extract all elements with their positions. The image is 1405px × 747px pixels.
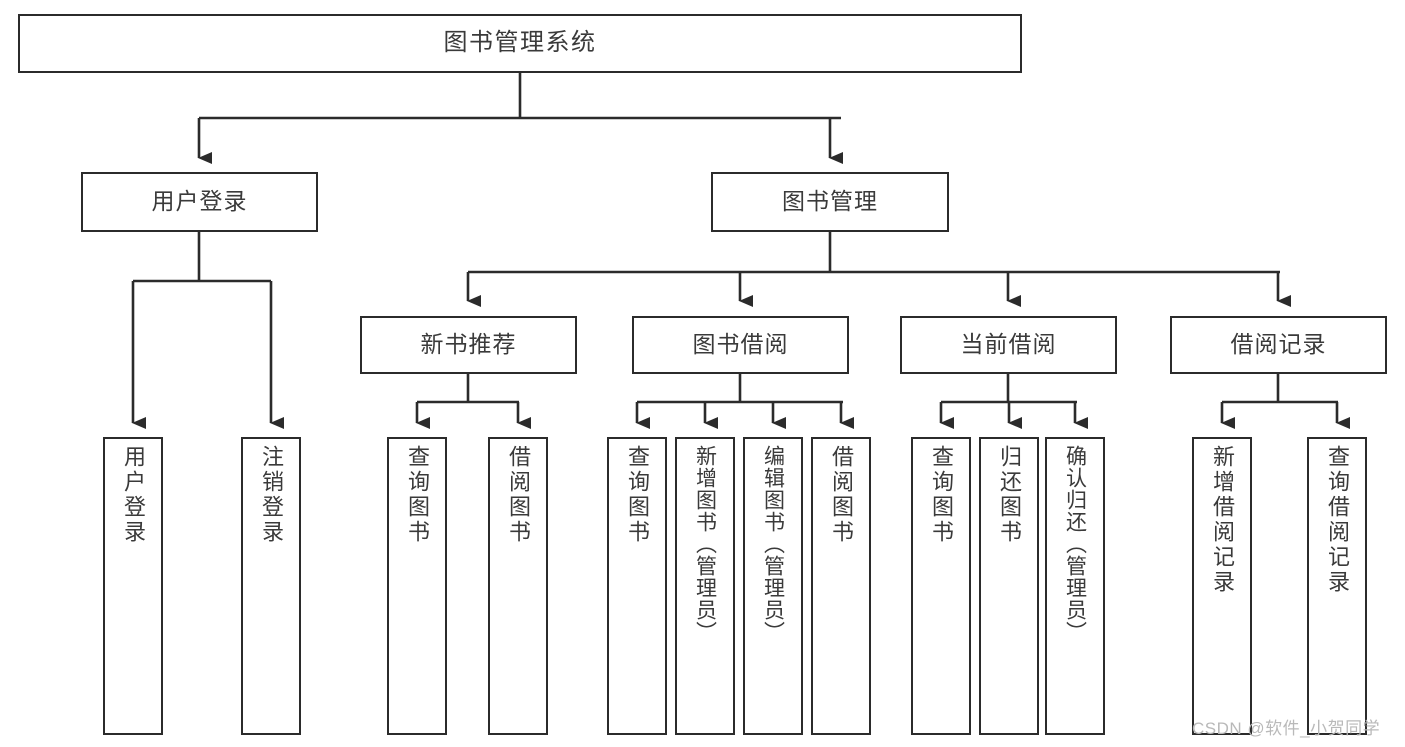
- node-label: 图书借阅: [692, 331, 789, 358]
- node-label: 查询借阅记录: [1325, 445, 1350, 595]
- node-label: 查询图书: [929, 445, 954, 545]
- node-label: 借阅记录: [1230, 331, 1327, 358]
- node-label: 新增图书（管理员）: [693, 445, 717, 643]
- node-label: 编辑图书（管理员）: [761, 445, 785, 643]
- node-label: 确认归还（管理员）: [1063, 445, 1087, 643]
- node-label: 用户登录: [121, 445, 146, 545]
- node-label: 借阅图书: [506, 445, 531, 545]
- node-book-management[interactable]: 图书管理: [711, 172, 949, 232]
- node-leaf-user-login[interactable]: 用户登录: [103, 437, 163, 735]
- node-current-borrow[interactable]: 当前借阅: [900, 316, 1117, 374]
- node-label: 新增借阅记录: [1210, 445, 1235, 595]
- node-leaf-borrow-book-recommend[interactable]: 借阅图书: [488, 437, 548, 735]
- node-leaf-borrow-book[interactable]: 借阅图书: [811, 437, 871, 735]
- node-user-login[interactable]: 用户登录: [81, 172, 318, 232]
- node-label: 查询图书: [625, 445, 650, 545]
- node-label: 当前借阅: [960, 331, 1057, 358]
- node-new-book-recommend[interactable]: 新书推荐: [360, 316, 577, 374]
- node-book-borrow[interactable]: 图书借阅: [632, 316, 849, 374]
- node-root-book-management-system[interactable]: 图书管理系统: [18, 14, 1022, 73]
- node-leaf-query-book-recommend[interactable]: 查询图书: [387, 437, 447, 735]
- node-leaf-logout-login[interactable]: 注销登录: [241, 437, 301, 735]
- node-label: 归还图书: [997, 445, 1022, 545]
- node-leaf-query-borrow-record[interactable]: 查询借阅记录: [1307, 437, 1367, 735]
- node-leaf-add-book-admin[interactable]: 新增图书（管理员）: [675, 437, 735, 735]
- node-label: 用户登录: [151, 188, 248, 215]
- node-label: 图书管理系统: [443, 29, 597, 57]
- node-label: 新书推荐: [420, 331, 517, 358]
- node-leaf-query-book-borrow[interactable]: 查询图书: [607, 437, 667, 735]
- node-label: 注销登录: [259, 445, 284, 545]
- csdn-watermark: CSDN @软件_小贺同学: [1192, 719, 1381, 738]
- node-label: 查询图书: [405, 445, 430, 545]
- node-label: 图书管理: [782, 188, 878, 215]
- node-leaf-confirm-return-admin[interactable]: 确认归还（管理员）: [1045, 437, 1105, 735]
- node-leaf-edit-book-admin[interactable]: 编辑图书（管理员）: [743, 437, 803, 735]
- node-leaf-query-book-current[interactable]: 查询图书: [911, 437, 971, 735]
- node-label: 借阅图书: [829, 445, 854, 545]
- node-leaf-return-book[interactable]: 归还图书: [979, 437, 1039, 735]
- node-leaf-add-borrow-record[interactable]: 新增借阅记录: [1192, 437, 1252, 735]
- node-borrow-record[interactable]: 借阅记录: [1170, 316, 1387, 374]
